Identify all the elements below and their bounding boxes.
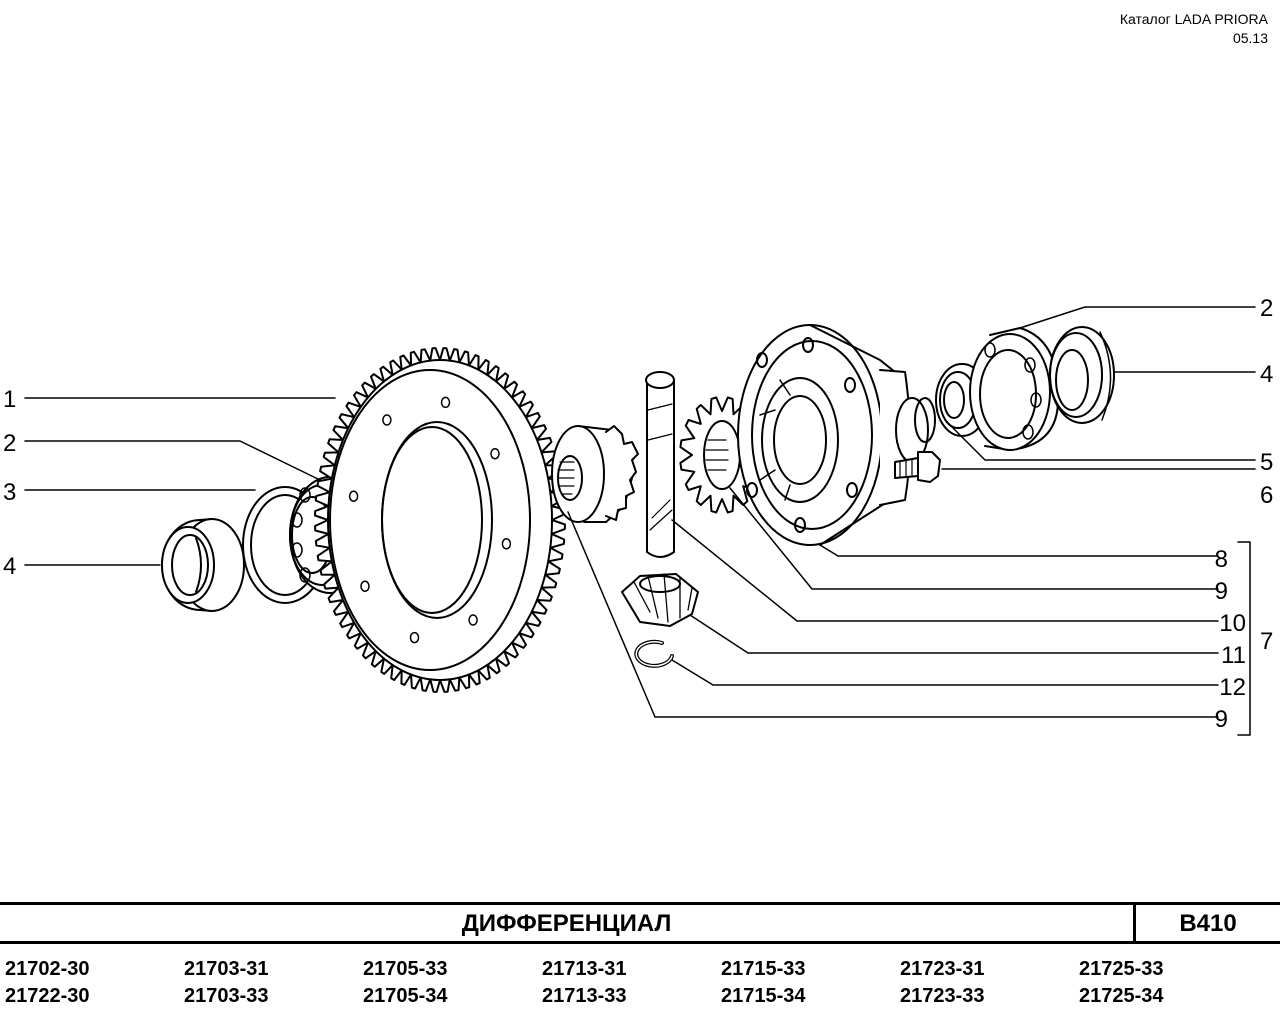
bearing-race-left-part <box>161 518 245 612</box>
differential-housing-part <box>737 324 936 546</box>
callout-9-lower: 9 <box>1215 706 1228 733</box>
title-bar: ДИФФЕРЕНЦИАЛ В410 <box>0 902 1280 944</box>
leader-lines <box>24 306 1256 736</box>
catalog-title: Каталог LADA PRIORA <box>1119 11 1268 27</box>
satellite-gear-part <box>621 573 699 627</box>
callout-8: 8 <box>1215 546 1228 573</box>
gear-bolt-hole <box>440 396 451 409</box>
model-code: 21713-33 <box>542 985 627 1007</box>
model-list: 21702-30 21703-31 21705-33 21713-31 2171… <box>0 956 1280 1010</box>
page-title: ДИФФЕРЕНЦИАЛ <box>461 910 672 937</box>
callout-10: 10 <box>1219 610 1246 637</box>
callout-5: 5 <box>1260 449 1273 476</box>
callout-9-upper: 9 <box>1215 578 1228 605</box>
side-gear-lower-part <box>551 425 639 523</box>
model-code: 21702-30 <box>5 958 90 980</box>
bearing-right-part <box>969 327 1060 451</box>
catalog-header: Каталог LADA PRIORA 05.13 <box>1120 10 1268 48</box>
model-code: 21725-33 <box>1079 958 1164 980</box>
bolt-part <box>894 451 941 483</box>
circlip-part <box>634 639 674 668</box>
callout-7: 7 <box>1260 628 1273 655</box>
gear-bolt-hole <box>360 580 370 593</box>
gear-bolt-hole <box>490 447 500 460</box>
catalog-date: 05.13 <box>1232 30 1268 46</box>
section-code: В410 <box>1133 905 1280 941</box>
model-code: 21705-34 <box>363 985 448 1007</box>
pinion-shaft-part <box>645 371 675 558</box>
driven-gear-part <box>314 347 566 693</box>
model-code: 21703-31 <box>184 958 269 980</box>
model-code: 21723-31 <box>900 958 985 980</box>
callout-6: 6 <box>1260 482 1273 509</box>
gear-bolt-hole <box>501 538 512 550</box>
callout-1: 1 <box>3 386 16 413</box>
gear-bolt-hole <box>468 614 478 626</box>
model-row: 21702-30 21703-31 21705-33 21713-31 2171… <box>0 956 1280 983</box>
gear-bolt-hole <box>409 631 420 644</box>
model-code: 21723-33 <box>900 985 985 1007</box>
callout-4-right: 4 <box>1260 361 1273 388</box>
model-code: 21705-33 <box>363 958 448 980</box>
callout-3: 3 <box>3 479 16 506</box>
exploded-view-drawing: 1 2 3 4 2 4 5 6 8 9 10 11 12 9 7 <box>3 295 1273 736</box>
gear-bolt-hole <box>382 414 392 426</box>
model-row: 21722-30 21703-33 21705-34 21713-33 2171… <box>0 983 1280 1010</box>
callout-labels: 1 2 3 4 2 4 5 6 8 9 10 11 12 9 7 <box>3 295 1273 733</box>
callout-2-right: 2 <box>1260 295 1273 322</box>
model-code: 21703-33 <box>184 985 269 1007</box>
callout-12: 12 <box>1219 674 1246 701</box>
bearing-race-right-part <box>1049 326 1115 424</box>
model-code: 21715-33 <box>721 958 806 980</box>
gear-bolt-hole <box>348 490 359 502</box>
model-code: 21715-34 <box>721 985 806 1007</box>
model-code: 21725-34 <box>1079 985 1164 1007</box>
callout-4-left: 4 <box>3 553 16 580</box>
model-code: 21722-30 <box>5 985 90 1007</box>
callout-11: 11 <box>1221 642 1246 669</box>
model-code: 21713-31 <box>542 958 627 980</box>
callout-2-left: 2 <box>3 430 16 457</box>
